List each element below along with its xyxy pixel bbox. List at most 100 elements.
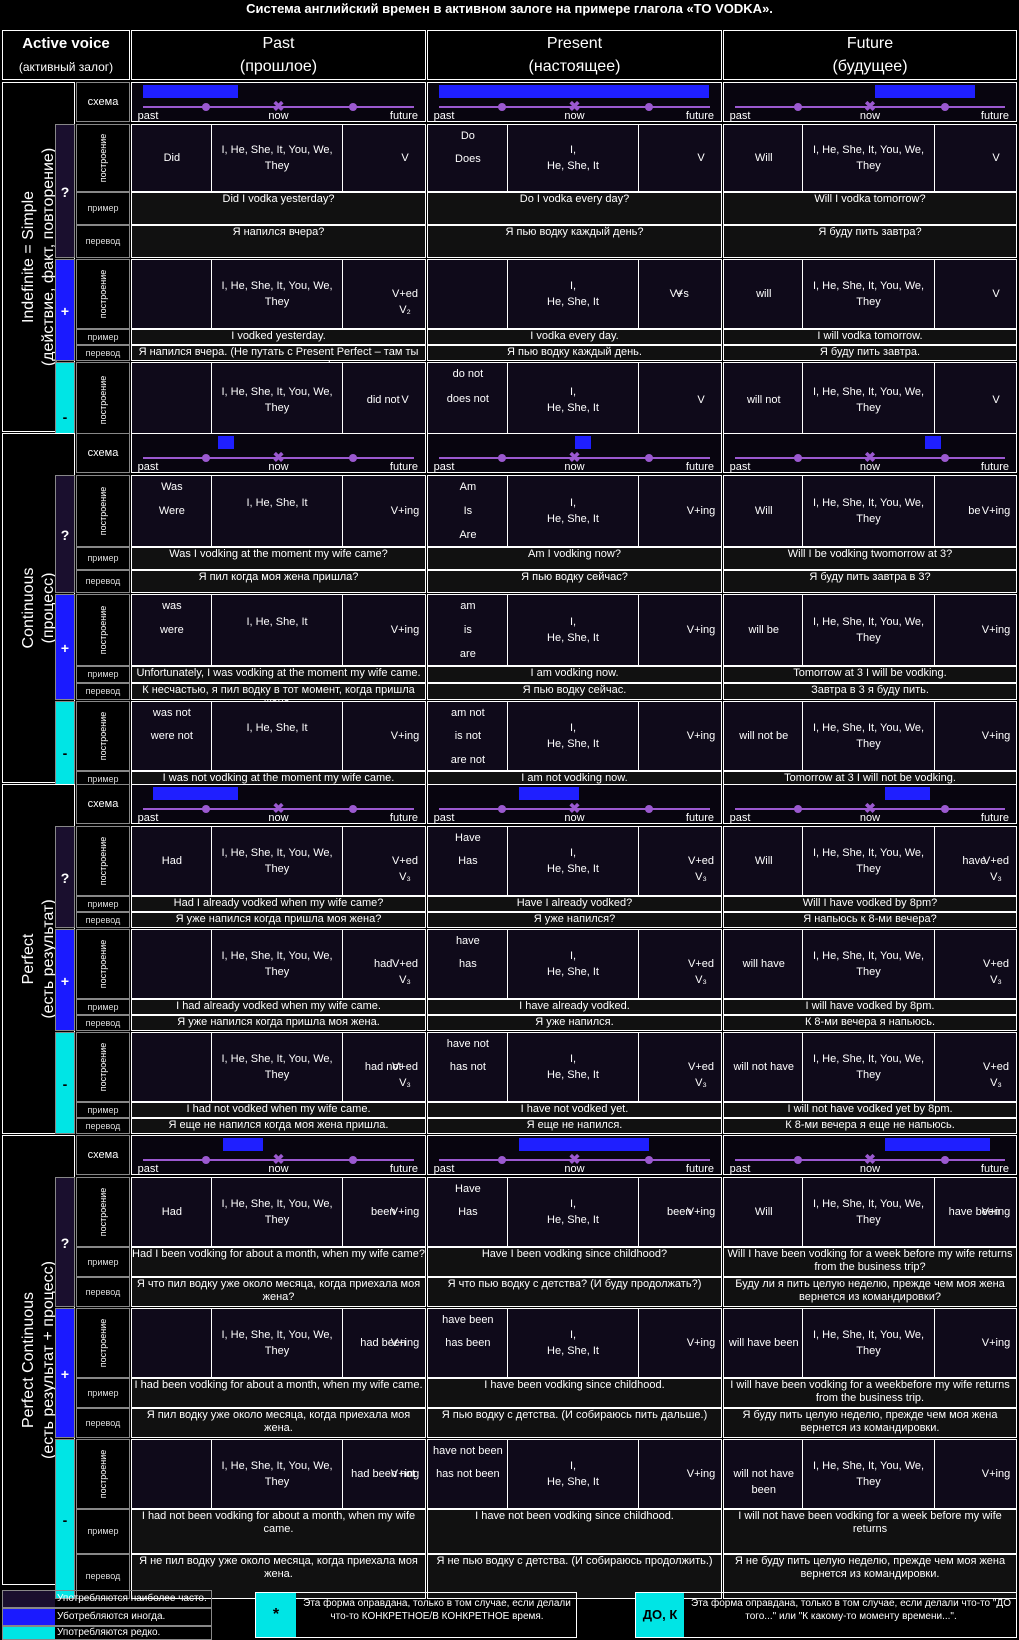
timeline-line [143, 1159, 414, 1161]
now-marker-icon: ✖ [864, 800, 876, 816]
sign-plus: + [55, 929, 75, 1031]
timeline-now-label: now [268, 110, 289, 122]
build-cell [427, 1177, 722, 1247]
translation-text: Я пил когда моя жена пришла? [131, 570, 426, 593]
translation-text: Я уже напился когда пришла моя жена? [131, 912, 426, 928]
aux-a1: have not [446, 1038, 489, 1050]
aux-a1: am [460, 600, 476, 612]
translation-label: перевод [76, 683, 130, 700]
sign-q: ? [55, 1177, 75, 1307]
timeline-dot [940, 103, 949, 111]
verb-form: V+ed V₃ [688, 855, 714, 883]
timeline-past-label: past [433, 110, 455, 122]
translation-text: Я не буду пить целую неделю, прежде чем … [723, 1554, 1017, 1599]
verb-form: V+ing [981, 1206, 1011, 1218]
translation-text: Я уже напился. [427, 1015, 722, 1031]
example-label: пример [76, 896, 130, 912]
translation-label: перевод [76, 1554, 130, 1599]
timeline-dot [201, 805, 210, 813]
timeline-line [735, 106, 1005, 108]
timeline-line [143, 106, 414, 108]
timeline-now-label: now [268, 812, 289, 824]
pronoun-cell [802, 1308, 935, 1378]
pronoun-text: I, He, She, It, You, We, They [812, 1053, 925, 1081]
legend-rarely-label: Употребляются редко. [57, 1627, 161, 1638]
legend-often: Употребляются наиболее часто. [2, 1590, 212, 1608]
timeline-now-label: now [564, 812, 585, 824]
timeline-dot [645, 805, 654, 813]
verb-form: V [992, 288, 1000, 300]
aux-a2: has not [449, 1061, 486, 1074]
translation-label: перевод [76, 912, 130, 928]
timeline-dot [940, 805, 949, 813]
verb-form: V [401, 152, 409, 164]
aux-a2: does not [446, 393, 489, 406]
verb-form: V+ed V₃ [688, 958, 714, 986]
past-ru-label: (прошлое) [239, 58, 318, 75]
pronoun-cell [210, 701, 344, 771]
translation-text: Я уже напился когда пришла моя жена. [131, 1015, 426, 1031]
example-text: I have already vodked. [427, 999, 722, 1015]
aux-aux: will not [746, 394, 781, 406]
example-text: Have I been vodking since childhood? [427, 1247, 722, 1277]
verb-form: V+ing [390, 1206, 420, 1218]
translation-text: Я еще не напился когда моя жена пришла. [131, 1118, 426, 1134]
pronoun-cell [506, 1032, 640, 1102]
aux-aux: Had [161, 1206, 182, 1218]
build-cell [131, 826, 426, 896]
timeline-future-label: future [980, 461, 1010, 473]
translation-text: К 8-ми вечера я напьюсь. [723, 1015, 1017, 1031]
timeline-dot [497, 1156, 506, 1164]
timeline-dot [793, 103, 802, 111]
build-label-text: построение [98, 1042, 108, 1092]
example-text: Will I have vodked by 8pm? [723, 896, 1017, 912]
timeline-line [143, 808, 414, 810]
build-label: построение [76, 124, 130, 192]
timeline-now-label: now [268, 1163, 289, 1175]
example-text: Do I vodka every day? [427, 192, 722, 225]
timeline-past-label: past [137, 461, 159, 473]
aux-aux: will be [748, 624, 780, 636]
aux-aux: Will [754, 855, 773, 867]
aux-aux: Will [754, 505, 773, 517]
timeline-line [439, 457, 710, 459]
pronoun-cell [802, 929, 935, 999]
present-ru-label: (настоящее) [528, 58, 621, 75]
timeline-now-label: now [564, 461, 585, 473]
pronoun-cell [210, 826, 344, 896]
verb-form: V+ed V₃ [688, 1061, 714, 1089]
verb-form: V+ing [981, 1468, 1011, 1480]
aux-a1: Do [460, 130, 475, 142]
now-marker-icon: ✖ [272, 800, 285, 816]
build-label-text: построение [98, 939, 108, 989]
legend-sometimes-label: Уботребляются иногда. [57, 1611, 166, 1622]
pronoun-cell [210, 259, 344, 329]
translation-text: Я что пил водку уже около месяца, когда … [131, 1277, 426, 1307]
pronoun-text: I, [569, 1329, 577, 1341]
aux-a3: are [459, 648, 476, 660]
pronoun-cell [802, 124, 935, 192]
aux-have: have [962, 855, 987, 867]
pronoun-text: I, He, She, It, You, We, They [812, 386, 925, 414]
translation-label: перевод [76, 1118, 130, 1134]
pronoun-text: I, He, She, It, You, We, They [221, 1198, 333, 1226]
verb-form: V+ing [390, 730, 420, 742]
aux-a2: were [159, 624, 184, 636]
example-label: пример [76, 1509, 130, 1554]
verb-form: V+ing [686, 624, 716, 636]
aux-a1: was [162, 600, 182, 612]
build-label: построение [76, 701, 130, 771]
pronoun-cell [210, 475, 344, 547]
example-text: I have not vodked yet. [427, 1102, 722, 1118]
timeline-dot [201, 1156, 210, 1164]
example-text: Will I be vodking twomorrow at 3? [723, 547, 1017, 570]
verb-form: V+ed V₂ [392, 288, 418, 316]
pronoun-text-2: He, She, It [547, 1069, 599, 1081]
build-cell [427, 124, 722, 192]
sign-plus: + [55, 259, 75, 361]
timeline-dot [349, 805, 358, 813]
pronoun-text: I, He, She, It, You, We, They [812, 616, 925, 644]
aux-be: be [968, 505, 981, 517]
scheme-bar [885, 787, 930, 800]
